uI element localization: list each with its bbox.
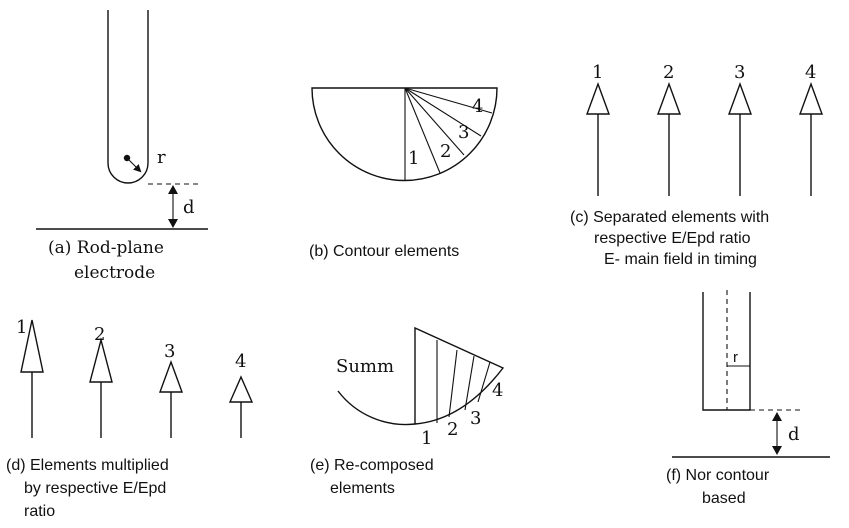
rod-electrode-outline	[107, 10, 149, 184]
panel-b-contour-elements: 1 2 3 4 (b) Contour elements	[309, 87, 498, 260]
separated-element-arrowhead-4	[798, 81, 824, 115]
multiplied-element-number-4: 4	[235, 351, 246, 372]
panel-f-nor-contour: r d (f) Nor contour based	[666, 290, 830, 507]
panel-a-caption-line2: electrode	[74, 263, 155, 283]
panel-c-caption-line2: respective E/Epd ratio	[594, 230, 751, 247]
multiplied-element-arrowhead-3	[158, 359, 184, 393]
separated-element-arrowhead-1	[585, 81, 611, 115]
separated-element-number-4: 4	[805, 62, 816, 83]
contour-divider-4	[404, 87, 482, 137]
separated-element-number-2: 2	[663, 62, 674, 83]
panel-f-caption-line1: (f) Nor contour	[666, 467, 770, 484]
contour-half-disc	[311, 87, 498, 182]
contour-element-number-2: 2	[440, 141, 451, 162]
contour-divider-3	[404, 87, 465, 156]
panel-b-caption: (b) Contour elements	[309, 243, 459, 260]
panel-c-caption-line1: (c) Separated elements with	[570, 209, 769, 226]
panel-d-caption-line2: by respective E/Epd	[24, 480, 166, 497]
separated-element-arrowhead-2	[656, 81, 682, 115]
panel-a-rod-plane: r d (a) Rod-plane electrode	[36, 10, 208, 283]
gap-distance-label: d	[183, 197, 195, 218]
summation-label: Summ	[336, 356, 394, 377]
gap-distance-label-f: d	[788, 424, 800, 445]
separated-element-3: 3	[727, 62, 753, 196]
gap-arrow-up	[168, 185, 178, 194]
recomposed-divider-3	[464, 355, 475, 411]
separated-element-number-3: 3	[734, 62, 745, 83]
multiplied-element-1: 1	[16, 317, 44, 438]
panel-e-caption-line2: elements	[330, 480, 395, 497]
gap-arrow-down-f	[772, 446, 782, 455]
multiplied-element-number-2: 2	[94, 324, 105, 345]
panel-d-multiplied-elements: 1 2 3 4 (d) Elements multiplied by respe…	[6, 317, 254, 520]
multiplied-element-number-1: 1	[16, 317, 27, 338]
panel-e-recomposed-elements: Summ 1 2 3 4 (e) Re-composed elements	[310, 326, 505, 497]
recomposed-element-number-3: 3	[470, 408, 481, 429]
separated-element-arrowhead-3	[727, 81, 753, 115]
multiplied-element-2: 2	[89, 324, 113, 438]
separated-element-2: 2	[656, 62, 682, 196]
recomposed-divider-2	[448, 349, 458, 418]
panel-c-separated-elements: 1 2 3 4 (c) Separated elements with resp…	[570, 62, 824, 268]
radius-label: r	[157, 147, 166, 168]
recomposed-elements-wedge	[414, 326, 505, 425]
multiplied-element-arrowhead-4	[228, 375, 254, 403]
recomposed-element-number-4: 4	[492, 380, 503, 401]
recomposed-element-number-2: 2	[447, 419, 458, 440]
panel-c-caption-line3: E- main field in timing	[604, 251, 757, 268]
separated-element-number-1: 1	[592, 62, 603, 83]
gap-arrow-up-f	[772, 412, 782, 421]
separated-element-1: 1	[585, 62, 611, 196]
panel-f-caption-line2: based	[702, 490, 746, 507]
contour-element-number-3: 3	[458, 122, 469, 143]
contour-element-number-1: 1	[408, 148, 419, 169]
multiplied-element-arrowhead-2	[89, 337, 113, 383]
separated-element-4: 4	[798, 62, 824, 196]
contour-divider-2	[404, 87, 441, 174]
panel-a-caption-line1: (a) Rod-plane	[48, 238, 164, 258]
multiplied-element-4: 4	[228, 351, 254, 438]
gap-arrow-down	[168, 219, 178, 228]
rod-radius-label: r	[733, 349, 738, 366]
summation-outline-arc	[337, 390, 416, 426]
panel-e-caption-line1: (e) Re-composed	[310, 457, 434, 474]
multiplied-element-number-3: 3	[164, 341, 175, 362]
panel-d-caption-line3: ratio	[24, 503, 55, 520]
recomposed-element-number-1: 1	[421, 428, 432, 449]
multiplied-element-3: 3	[158, 341, 184, 438]
recomposed-divider-4	[477, 361, 491, 403]
contour-element-number-4: 4	[472, 96, 483, 117]
contour-divider-5	[404, 87, 493, 114]
radius-arrow	[126, 157, 142, 173]
panel-d-caption-line1: (d) Elements multiplied	[6, 457, 169, 474]
